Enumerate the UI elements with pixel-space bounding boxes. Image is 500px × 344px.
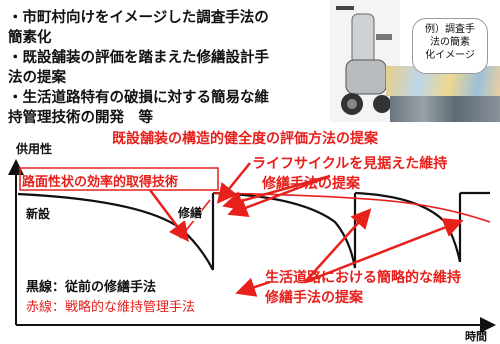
legend-black: 黒線：従前の修繕手法 (26, 280, 157, 295)
annotation-lifecycle: ライフサイクルを見据えた維持 修繕手法の提案 (252, 154, 447, 194)
black-curve (17, 192, 214, 271)
arrow-local-road (235, 277, 271, 297)
new-label: 新設 (26, 207, 51, 221)
red-curve (212, 192, 491, 223)
callout-text: 例）調査手 (425, 24, 475, 35)
bullet-text: ・既設舗装の評価を踏まえた修繕設計手 (8, 50, 269, 66)
surface-box (19, 167, 219, 191)
y-axis-label: 供用性 (16, 142, 53, 156)
bullet-item: ・生活道路特有の破損に対する簡易な維 持管理技術の開発 等 (8, 88, 308, 128)
x-axis-label: 時間 (465, 330, 487, 343)
callout-text: 法の簡素 (430, 37, 470, 48)
scooter-photo (330, 0, 400, 122)
annotation-local-road-line: 生活道路における簡略的な維持 (265, 270, 461, 286)
arrow-surface (149, 189, 189, 242)
bullet-list: ・市町村向けをイメージした調査手法の 簡素化 ・既設舗装の評価を踏まえた修繕設計… (8, 8, 308, 128)
black-curve (212, 191, 357, 269)
annotation-structural: 既設舗装の構造的健全度の評価方法の提案 (112, 131, 378, 147)
bullet-text-cont: 簡素化 (8, 30, 52, 46)
repair-label: 修繕 (178, 204, 203, 221)
callout-bubble: 例）調査手 法の簡素 化イメージ (412, 18, 488, 74)
arrow-local-road (304, 208, 372, 283)
annotation-local-road: 生活道路における簡略的な維持 修繕手法の提案 (265, 268, 461, 308)
arrow-local-road (304, 218, 464, 284)
bullet-text: ・市町村向けをイメージした調査手法の (8, 10, 269, 26)
annotation-lifecycle-line: 修繕手法の提案 (262, 176, 360, 192)
arrow-lifecycle (227, 174, 331, 218)
legend-red: 赤線：戦略的な維持管理手法 (26, 300, 196, 315)
bullet-text-cont: 法の提案 (8, 70, 66, 86)
bullet-item: ・市町村向けをイメージした調査手法の 簡素化 (8, 8, 308, 48)
annotation-lifecycle-line: ライフサイクルを見据えた維持 (252, 156, 448, 172)
bullet-text-cont: 持管理技術の開発 等 (8, 110, 153, 126)
annotation-surface: 路面性状の効率的取得技術 (22, 175, 179, 190)
bullet-item: ・既設舗装の評価を踏まえた修繕設計手 法の提案 (8, 48, 308, 88)
bullet-text: ・生活道路特有の破損に対する簡易な維 (8, 90, 269, 106)
callout-text: 化イメージ (425, 50, 475, 61)
annotation-local-road-line: 修繕手法の提案 (265, 290, 363, 306)
road-surface-image (390, 96, 500, 122)
